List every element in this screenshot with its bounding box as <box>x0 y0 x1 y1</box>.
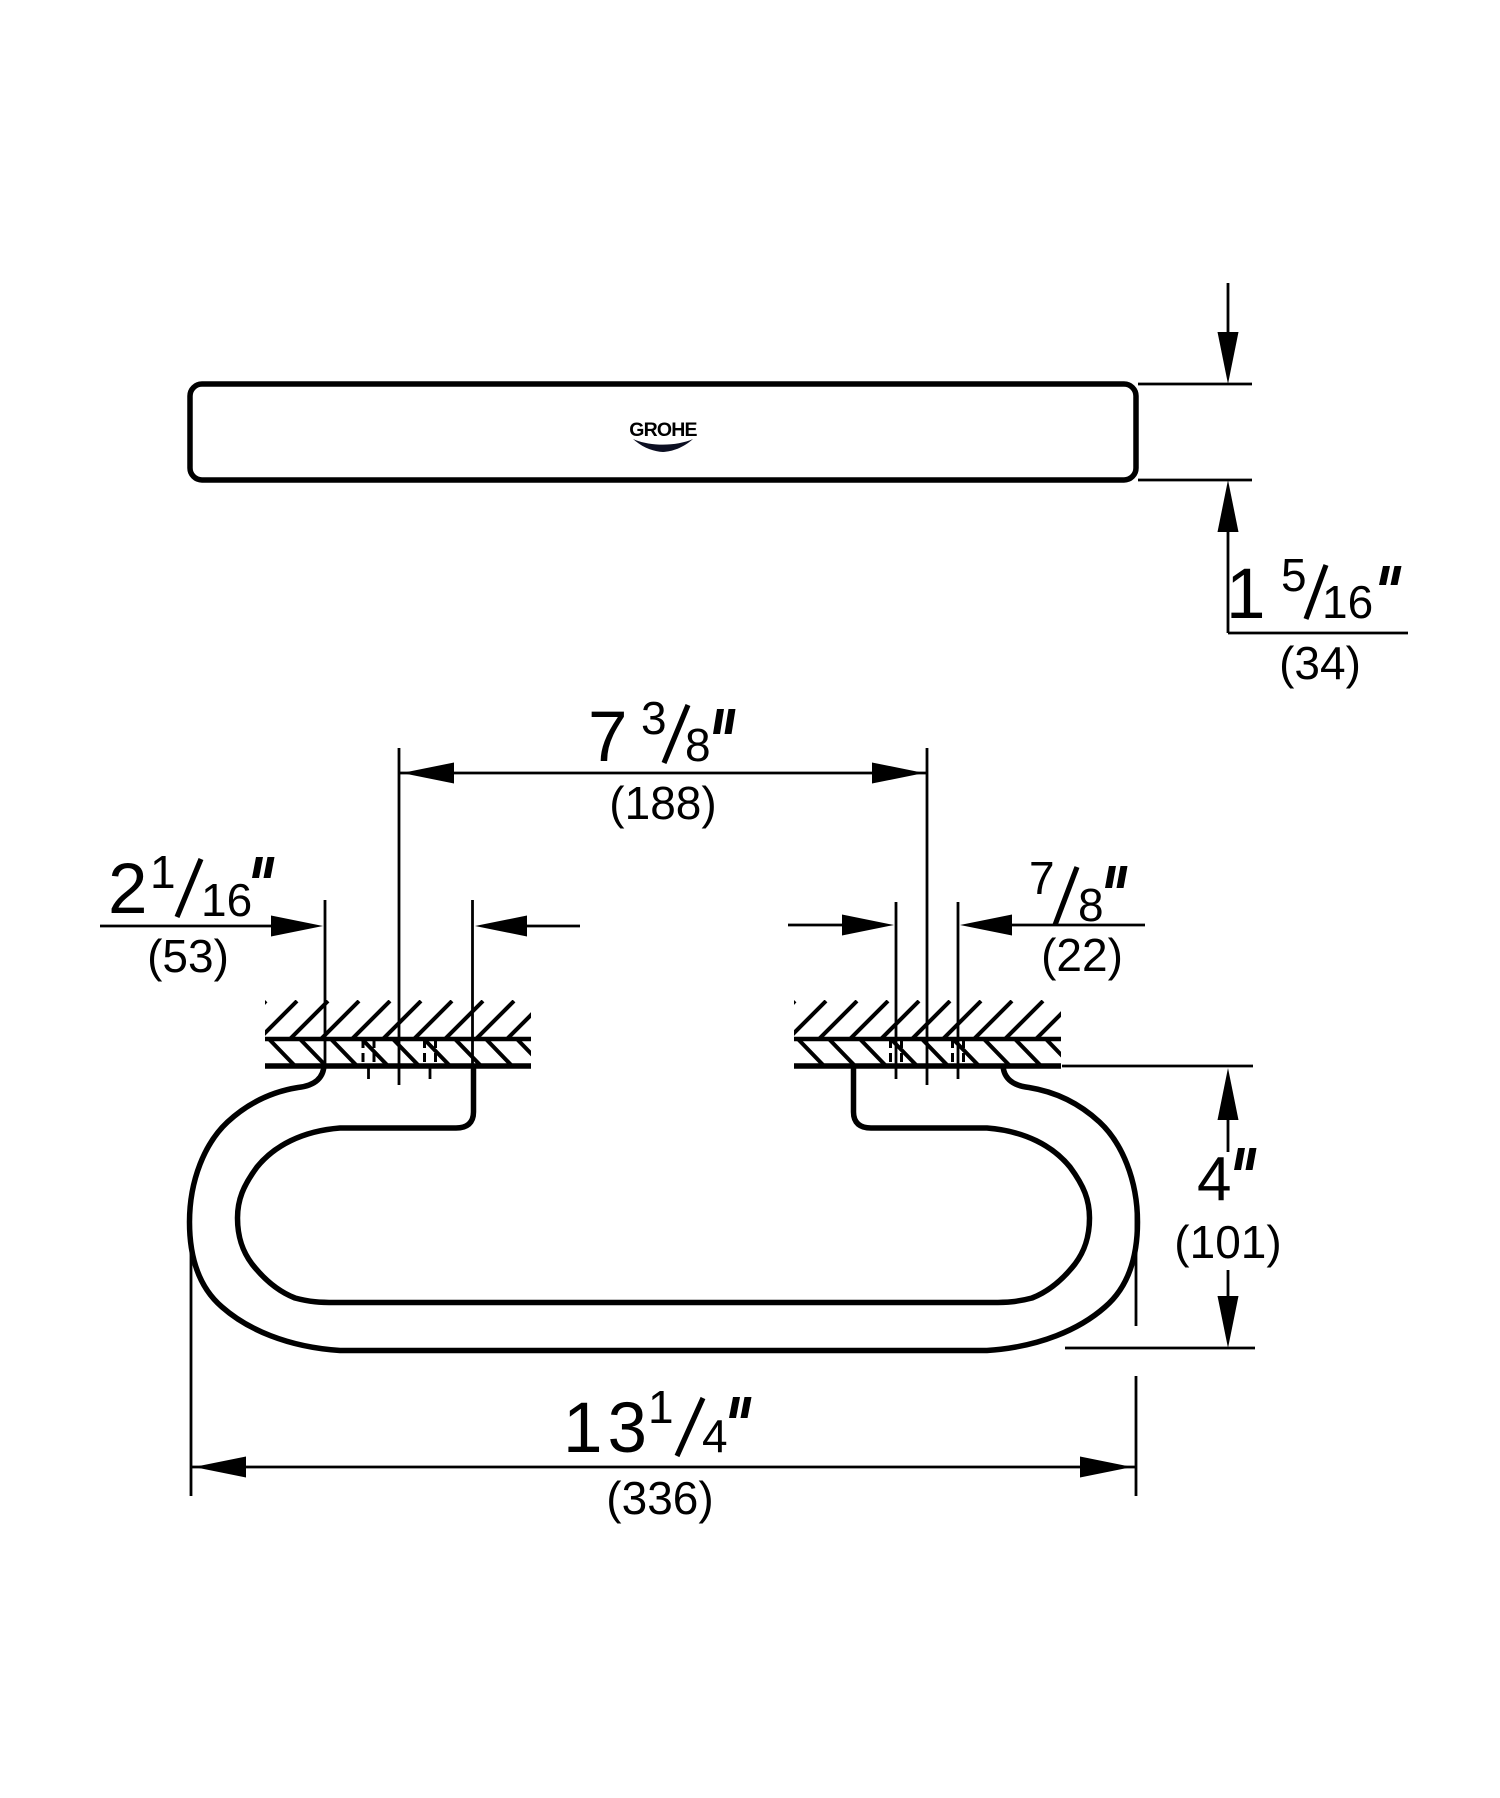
svg-text:5: 5 <box>1281 549 1307 601</box>
svg-text:16: 16 <box>1322 576 1373 628</box>
svg-text:(101): (101) <box>1174 1216 1281 1268</box>
svg-text:8: 8 <box>1078 879 1104 931</box>
svg-text:(336): (336) <box>606 1472 713 1524</box>
svg-text:(188): (188) <box>609 777 716 829</box>
svg-text:1: 1 <box>648 1381 674 1433</box>
svg-text:1: 1 <box>1226 555 1266 634</box>
svg-text:2: 2 <box>108 850 148 929</box>
svg-text:(34): (34) <box>1279 637 1361 689</box>
svg-text:7: 7 <box>588 698 628 777</box>
svg-text:4: 4 <box>1197 1145 1231 1214</box>
svg-text:3: 3 <box>641 692 667 744</box>
svg-text:7: 7 <box>1029 852 1055 904</box>
svg-text:(22): (22) <box>1041 929 1123 981</box>
svg-text:13: 13 <box>563 1389 652 1468</box>
svg-text:16: 16 <box>201 874 252 926</box>
svg-text:1: 1 <box>150 846 176 898</box>
svg-text:4: 4 <box>702 1410 728 1462</box>
svg-text:GROHE: GROHE <box>629 419 697 441</box>
svg-text:8: 8 <box>685 719 711 771</box>
svg-text:(53): (53) <box>147 930 229 982</box>
